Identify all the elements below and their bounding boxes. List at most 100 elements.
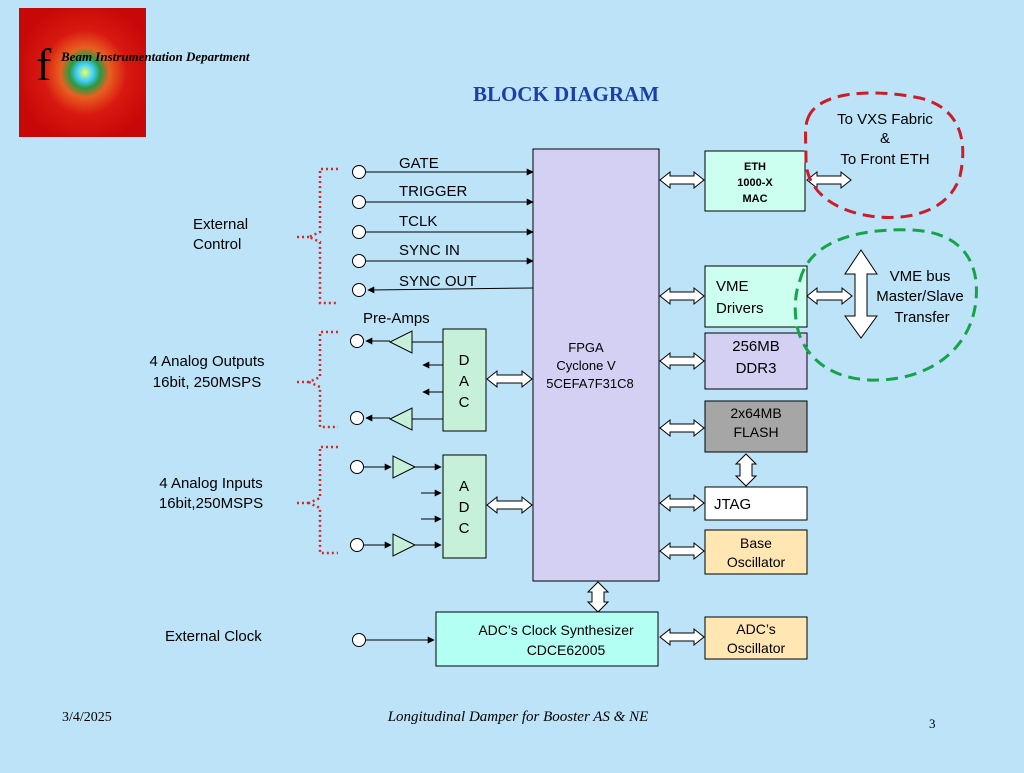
fpga-ddr3-bus-arrow [659,351,705,371]
dac-letter-d: D [459,352,470,369]
vme-external-bus-arrow [806,286,853,306]
sync-out-connector [352,283,366,297]
flash-line2: FLASH [733,424,778,440]
fpga-eth-bus-arrow [659,170,705,190]
gate-label: GATE [399,155,439,172]
vxs-highlight-circle [804,91,965,219]
external-control-bracket [305,167,338,305]
adc-amp-1 [392,455,417,479]
vme-highlight-circle [793,228,978,382]
base-oscillator-block [704,529,808,575]
clock-synthesizer-block [435,611,659,667]
vxs-note-line1: To VXS Fabric [837,111,933,128]
ddr3-line2: DDR3 [736,360,777,377]
dac-block [442,328,487,432]
adc-section: A D C [350,454,487,559]
analog-outputs-label-line1: 4 Analog Outputs [149,353,264,370]
pre-amps-label: Pre-Amps [363,310,430,327]
dac-fpga-bus-arrow [486,369,533,389]
fpga-vme-bus-arrow [659,286,705,306]
vxs-note-line3: To Front ETH [840,151,929,168]
dac-letter-c: C [459,394,470,411]
footer-subtitle: Longitudinal Damper for Booster AS & NE [387,709,649,725]
fpga-base-osc-bus-arrow [659,541,705,561]
gate-connector [352,165,366,179]
flash-block [704,400,808,453]
external-control-label-line1: External [193,216,248,233]
adc-oscillator-line2: Oscillator [727,640,786,656]
page-number: 3 [929,716,936,731]
eth-mac-line3: MAC [742,193,767,205]
adc-fpga-bus-arrow [486,495,533,515]
fpga-flash-bus-arrow [659,418,705,438]
vme-drivers-line1: VME [716,278,749,295]
eth-external-bus-arrow [806,170,852,190]
control-signals: GATE TRIGGER TCLK SYNC IN SYNC OUT [352,155,534,297]
bus-arrows [486,170,853,647]
fpga-label: FPGA [568,340,604,355]
dac-output-1-connector [350,334,364,348]
analog-inputs-label-line2: 16bit,250MSPS [159,495,263,512]
fpga-block [532,148,660,582]
base-oscillator-line2: Oscillator [727,554,786,570]
vme-note-line2: Master/Slave [876,288,964,305]
flash-line1: 2x64MB [730,405,781,421]
jtag-label: JTAG [714,496,751,513]
logo-image [19,8,146,137]
department-name: Beam Instrumentation Department [60,49,250,64]
external-clock-connector [352,633,366,647]
sync-out-line [367,286,534,294]
vme-note-line3: Transfer [894,309,949,326]
footer-date: 3/4/2025 [62,710,112,725]
dac-amp-1 [388,330,413,354]
dac-section: D A C [350,328,487,432]
adc-input-1-connector [350,460,364,474]
vme-bus-arrow [844,249,878,339]
adc-block [442,454,487,559]
jtag-block [704,486,808,521]
analog-inputs-label-line1: 4 Analog Inputs [159,475,262,492]
vme-drivers-line2: Drivers [716,300,764,317]
fpga-jtag-bus-arrow [659,493,705,513]
trigger-connector [352,195,366,209]
adc-letter-a: A [459,478,469,495]
adc-oscillator-block [704,616,808,660]
adc-amp-4 [392,533,417,557]
vme-note-line1: VME bus [890,268,951,285]
fpga-synth-bus-arrow [586,581,610,613]
eth-mac-line2: 1000-X [737,177,773,189]
tclk-connector [352,225,366,239]
trigger-label: TRIGGER [399,183,468,200]
tclk-label: TCLK [399,213,437,230]
logo: f [19,8,146,137]
clock-synthesizer-line2: CDCE62005 [527,642,606,658]
logo-letter: f [36,39,52,90]
fpga-family: Cyclone V [556,358,616,373]
eth-mac-line1: ETH [744,161,766,173]
synth-adc-osc-bus-arrow [659,627,705,647]
ddr3-block [704,332,808,390]
external-control-label-line2: Control [193,236,241,253]
ddr3-line1: 256MB [732,338,780,355]
adc-input-4-connector [350,538,364,552]
analog-outputs-bracket [305,330,338,429]
eth-mac-block [704,150,806,212]
analog-inputs-bracket [305,445,338,555]
adc-oscillator-line1: ADC’s [736,621,775,637]
base-oscillator-line1: Base [740,535,772,551]
page-title: BLOCK DIAGRAM [473,82,659,106]
vxs-note-line2: & [880,130,890,147]
clock-synthesizer-line1: ADC’s Clock Synthesizer [478,622,634,638]
flash-jtag-bus-arrow [734,453,758,487]
dac-letter-a: A [459,373,469,390]
adc-letter-d: D [459,499,470,516]
sync-in-connector [352,254,366,268]
external-clock-label: External Clock [165,628,262,645]
dac-amp-4 [388,407,413,431]
dac-output-4-connector [350,411,364,425]
vme-drivers-block [704,265,808,328]
analog-outputs-label-line2: 16bit, 250MSPS [153,374,261,391]
sync-out-label: SYNC OUT [399,273,477,290]
